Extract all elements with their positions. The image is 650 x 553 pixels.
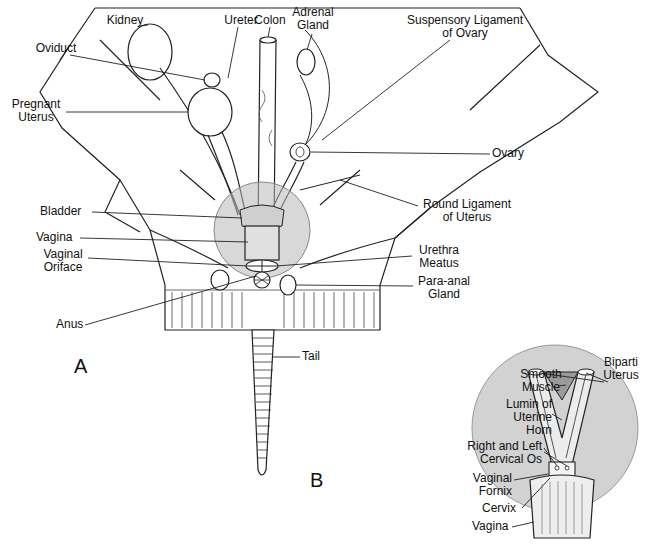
leader-line [522, 478, 550, 508]
leader-line [512, 522, 534, 527]
vagina [245, 226, 279, 260]
leader-line [322, 40, 450, 140]
part-label: Urethra Meatus [414, 244, 464, 270]
kidney [128, 24, 172, 80]
pelvic-outline [120, 180, 430, 330]
part-label: Anus [56, 318, 96, 331]
part-label: Bladder [40, 205, 100, 218]
anus-detail [254, 276, 270, 284]
leader-line [311, 152, 490, 154]
part-label: Tail [302, 350, 342, 363]
urethra-meatus [248, 260, 276, 272]
inset-vagina [530, 475, 594, 538]
skin-hatching [165, 290, 380, 328]
horn-opening [578, 369, 594, 375]
leader-line [340, 180, 418, 206]
part-label: Colon [248, 14, 292, 27]
anus [254, 272, 270, 288]
leader-line [307, 34, 312, 50]
oviduct [204, 73, 220, 87]
leader-line [66, 112, 188, 113]
ovary [290, 143, 310, 161]
part-label: Kidney [100, 14, 150, 27]
leader-line [276, 256, 412, 266]
part-label: Vagina [36, 231, 96, 244]
part-label: Ovary [492, 147, 552, 160]
bladder [240, 205, 284, 229]
leader-line [85, 276, 256, 325]
leader-line [228, 27, 238, 78]
part-label: Round Ligament of Uterus [420, 198, 514, 224]
cervical-os [555, 466, 559, 470]
para-anal-gland [211, 270, 229, 290]
leader-line [514, 474, 548, 480]
leader-line [268, 27, 270, 37]
leader-line [70, 55, 205, 80]
part-label: Suspensory Ligament of Ovary [404, 14, 526, 40]
para-anal-gland [280, 275, 296, 295]
bladder-region [214, 182, 310, 278]
round-ligament [300, 175, 360, 190]
part-label: Vaginal Oriface [38, 248, 88, 274]
part-label: Smooth Muscle [516, 368, 566, 394]
leader-line [544, 452, 567, 466]
part-label: Cervix [482, 502, 532, 515]
part-label: Lumin of Uterine Horn [500, 398, 552, 437]
tail-rings [253, 338, 274, 458]
leader-lines [66, 25, 490, 357]
panel-letter: A [74, 356, 104, 377]
cervical-os [565, 466, 569, 470]
leader-line [88, 258, 248, 266]
leader-line [296, 285, 413, 286]
part-label: Para-anal Gland [414, 275, 474, 301]
ovary-detail [296, 147, 304, 157]
part-label: Pregnant Uterus [6, 98, 66, 124]
part-label: Vagina [472, 520, 522, 533]
part-label: Vaginal Fornix [462, 472, 512, 498]
leader-line [80, 238, 248, 242]
pregnant-uterus [188, 88, 232, 136]
leader-line [92, 212, 242, 218]
colon-fold [259, 90, 272, 146]
leader-line [272, 357, 300, 358]
part-label: Biparti Uterus [596, 356, 646, 382]
leader-line [552, 414, 562, 420]
part-label: Oviduct [26, 42, 86, 55]
part-label: Right and Left Cervical Os [452, 440, 542, 466]
ureter [160, 68, 240, 215]
body-outline [40, 8, 598, 330]
vaginal-orifice [246, 260, 278, 272]
part-label: Adrenal Gland [288, 6, 338, 32]
panel-letter: B [310, 470, 340, 491]
suspensory-ligament [300, 30, 329, 150]
colon-end [260, 37, 276, 43]
leader-line [544, 448, 557, 466]
adrenal-gland [297, 49, 315, 75]
right-skin-flap [395, 8, 598, 238]
vaginal-folds [542, 481, 582, 534]
tail [252, 330, 274, 475]
